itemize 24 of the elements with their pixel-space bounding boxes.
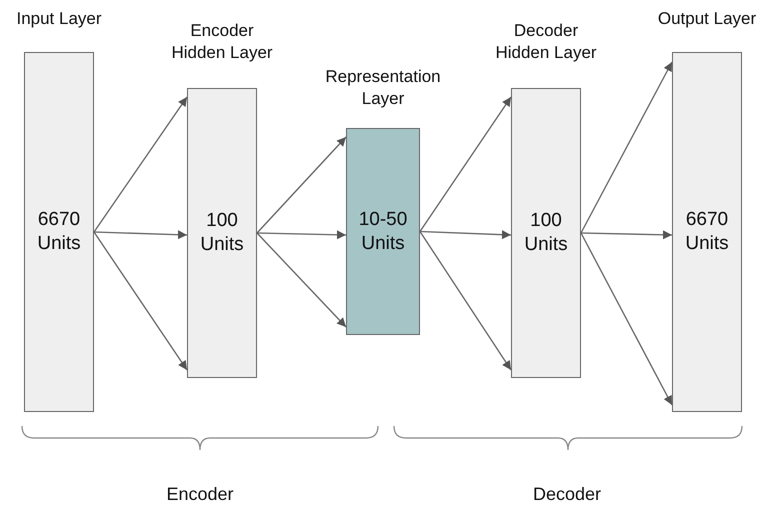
unit-count: 6670 Units (36, 208, 82, 256)
arrow (580, 230, 672, 240)
layer-heading: Output Layer (656, 8, 758, 30)
group-label: Encoder (166, 484, 234, 505)
layer-heading: Input Layer (15, 8, 103, 30)
unit-count: 10-50 Units (358, 208, 408, 256)
arrow (420, 230, 512, 240)
layer-heading: Encoder Hidden Layer (170, 20, 274, 64)
unit-count: 6670 Units (684, 208, 730, 256)
layer-heading: Representation Layer (324, 66, 442, 110)
arrow (580, 62, 673, 234)
unit-count: 100 Units (523, 209, 569, 257)
arrow (419, 231, 512, 370)
unit-count: 100 Units (199, 209, 245, 257)
arrow (94, 230, 188, 240)
arrow (256, 136, 346, 234)
arrow (93, 232, 188, 370)
arrow (580, 232, 673, 406)
group-label: Decoder (532, 484, 602, 505)
arrow (256, 230, 346, 240)
arrow (419, 96, 512, 232)
arrow (93, 96, 188, 232)
layer-heading: Decoder Hidden Layer (494, 20, 598, 64)
arrow (256, 232, 346, 328)
